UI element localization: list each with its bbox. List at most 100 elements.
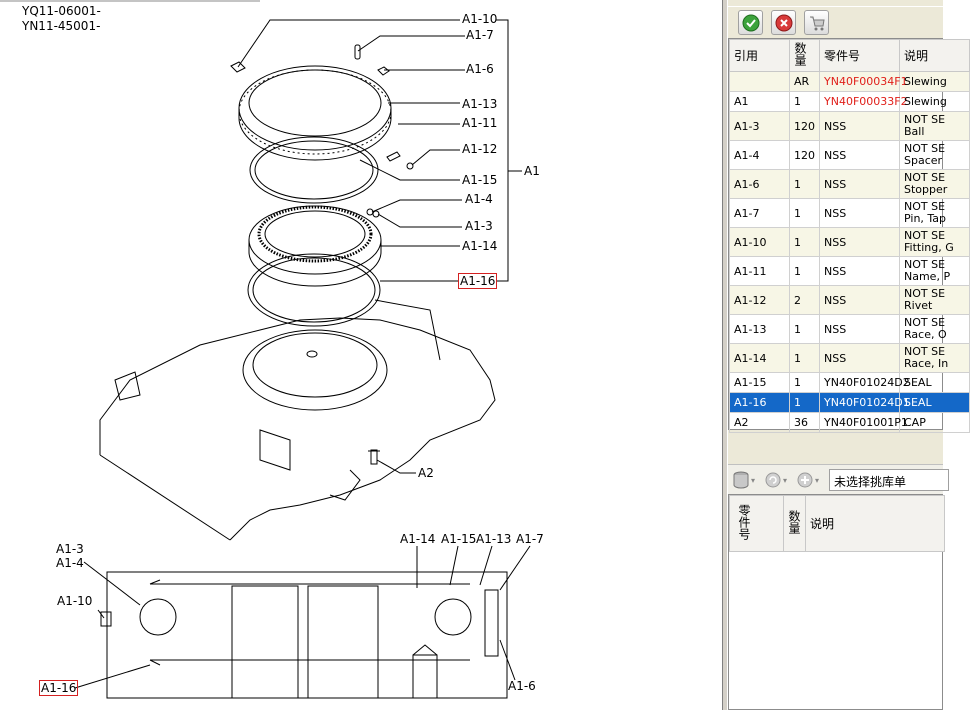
pick-list-label: 未选择挑库单 (834, 475, 907, 489)
cell-qty: 1 (789, 227, 820, 257)
parts-diagram-pane[interactable]: YQ11-06001- YN11-45001- A1-10 A1-7 A1-6 … (0, 0, 723, 710)
cancel-button[interactable] (771, 10, 796, 35)
cell-ref: A2 (729, 412, 790, 433)
cell-ref: A1-11 (729, 256, 790, 286)
cart-icon (809, 16, 825, 30)
cell-part-no: NSS (819, 314, 900, 344)
desc-text: NOT SE Ball (904, 113, 946, 138)
chevron-down-icon: ▾ (783, 475, 788, 485)
cell-desc: Slewing (899, 71, 970, 92)
add-menu-button[interactable]: ▾ (796, 471, 819, 489)
section-callout-a1-6[interactable]: A1-6 (508, 679, 536, 693)
section-callout-a1-15[interactable]: A1-15 (441, 532, 477, 546)
section-callout-a1-10[interactable]: A1-10 (57, 594, 93, 608)
cell-desc: NOT SE Ball (899, 111, 970, 141)
section-callout-a1-13[interactable]: A1-13 (476, 532, 512, 546)
check-icon (742, 14, 759, 31)
callout-a1-3[interactable]: A1-3 (465, 219, 493, 233)
chevron-down-icon: ▾ (815, 475, 820, 485)
pick-list-selector[interactable]: 未选择挑库单 (829, 469, 949, 491)
cell-part-no: NSS (819, 198, 900, 228)
add-to-cart-button[interactable] (804, 10, 829, 35)
cell-part-no: NSS (819, 285, 900, 315)
cell-desc: NOT SE Spacer (899, 140, 970, 170)
callout-a1-13[interactable]: A1-13 (462, 97, 498, 111)
callout-a1-12[interactable]: A1-12 (462, 142, 498, 156)
cell-qty: 36 (789, 412, 820, 433)
cell-desc: CAP (899, 412, 970, 433)
section-callout-a1-14[interactable]: A1-14 (400, 532, 436, 546)
cell-ref: A1 (729, 91, 790, 112)
pick-col-header-qty[interactable]: 数量 (783, 495, 806, 552)
cell-part-no: NSS (819, 111, 900, 141)
cell-qty: 1 (789, 91, 820, 112)
pane-splitter[interactable] (722, 0, 728, 710)
callout-a1-6[interactable]: A1-6 (466, 62, 494, 76)
col-header-part-no[interactable]: 零件号 (819, 39, 900, 72)
callout-a1-14[interactable]: A1-14 (462, 239, 498, 253)
cell-ref: A1-4 (729, 140, 790, 170)
cell-qty: 1 (789, 169, 820, 199)
callout-a1-group[interactable]: A1 (524, 164, 540, 178)
cell-ref: A1-15 (729, 372, 790, 393)
cell-qty: 1 (789, 392, 820, 413)
add-icon (797, 472, 813, 488)
section-callout-a1-16-highlighted[interactable]: A1-16 (39, 680, 79, 696)
callout-a1-4[interactable]: A1-4 (465, 192, 493, 206)
pick-col-header-part-no[interactable]: 零件号 (729, 495, 784, 552)
confirm-button[interactable] (738, 10, 763, 35)
cell-part-no: NSS (819, 227, 900, 257)
section-callout-a1-7[interactable]: A1-7 (516, 532, 544, 546)
desc-text: NOT SE Name, P (904, 258, 951, 283)
exploded-view-drawing (0, 0, 531, 699)
cell-part-no: NSS (819, 140, 900, 170)
cell-qty: 120 (789, 111, 820, 141)
cancel-icon (775, 14, 792, 31)
cell-desc: NOT SE Race, In (899, 343, 970, 373)
cell-desc: NOT SE Rivet (899, 285, 970, 315)
section-callout-a1-4[interactable]: A1-4 (56, 556, 84, 570)
cell-desc: SEAL (899, 392, 970, 413)
col-header-desc[interactable]: 说明 (899, 39, 970, 72)
refresh-button[interactable]: ▾ (764, 471, 787, 489)
cell-qty: 1 (789, 372, 820, 393)
cell-qty: AR (789, 71, 820, 92)
col-header-qty[interactable]: 数量 (789, 39, 820, 72)
desc-text: NOT SE Pin, Tap (904, 200, 947, 225)
callout-a1-11[interactable]: A1-11 (462, 116, 498, 130)
parts-toolbar (728, 6, 943, 38)
cell-qty: 1 (789, 314, 820, 344)
cell-part-no: YN40F01001P1 (819, 412, 908, 433)
pick-col-header-desc[interactable]: 说明 (805, 495, 945, 552)
desc-text: NOT SE Race, O (904, 316, 947, 341)
cell-ref: A1-12 (729, 285, 790, 315)
callout-a1-10[interactable]: A1-10 (462, 12, 498, 26)
col-header-ref[interactable]: 引用 (729, 39, 790, 72)
callout-a2[interactable]: A2 (418, 466, 434, 480)
callout-a1-16-highlighted[interactable]: A1-16 (458, 273, 498, 289)
callout-a1-15[interactable]: A1-15 (462, 173, 498, 187)
cell-desc: NOT SE Fitting, G (899, 227, 970, 257)
cell-part-no: NSS (819, 169, 900, 199)
section-callout-a1-3[interactable]: A1-3 (56, 542, 84, 556)
cell-part-no: YN40F00034F1 (819, 71, 908, 92)
database-menu-button[interactable]: ▾ (732, 471, 755, 489)
callout-a1-7[interactable]: A1-7 (466, 28, 494, 42)
pick-list-table[interactable]: 零件号 数量 说明 (728, 494, 945, 710)
cell-qty: 2 (789, 285, 820, 315)
